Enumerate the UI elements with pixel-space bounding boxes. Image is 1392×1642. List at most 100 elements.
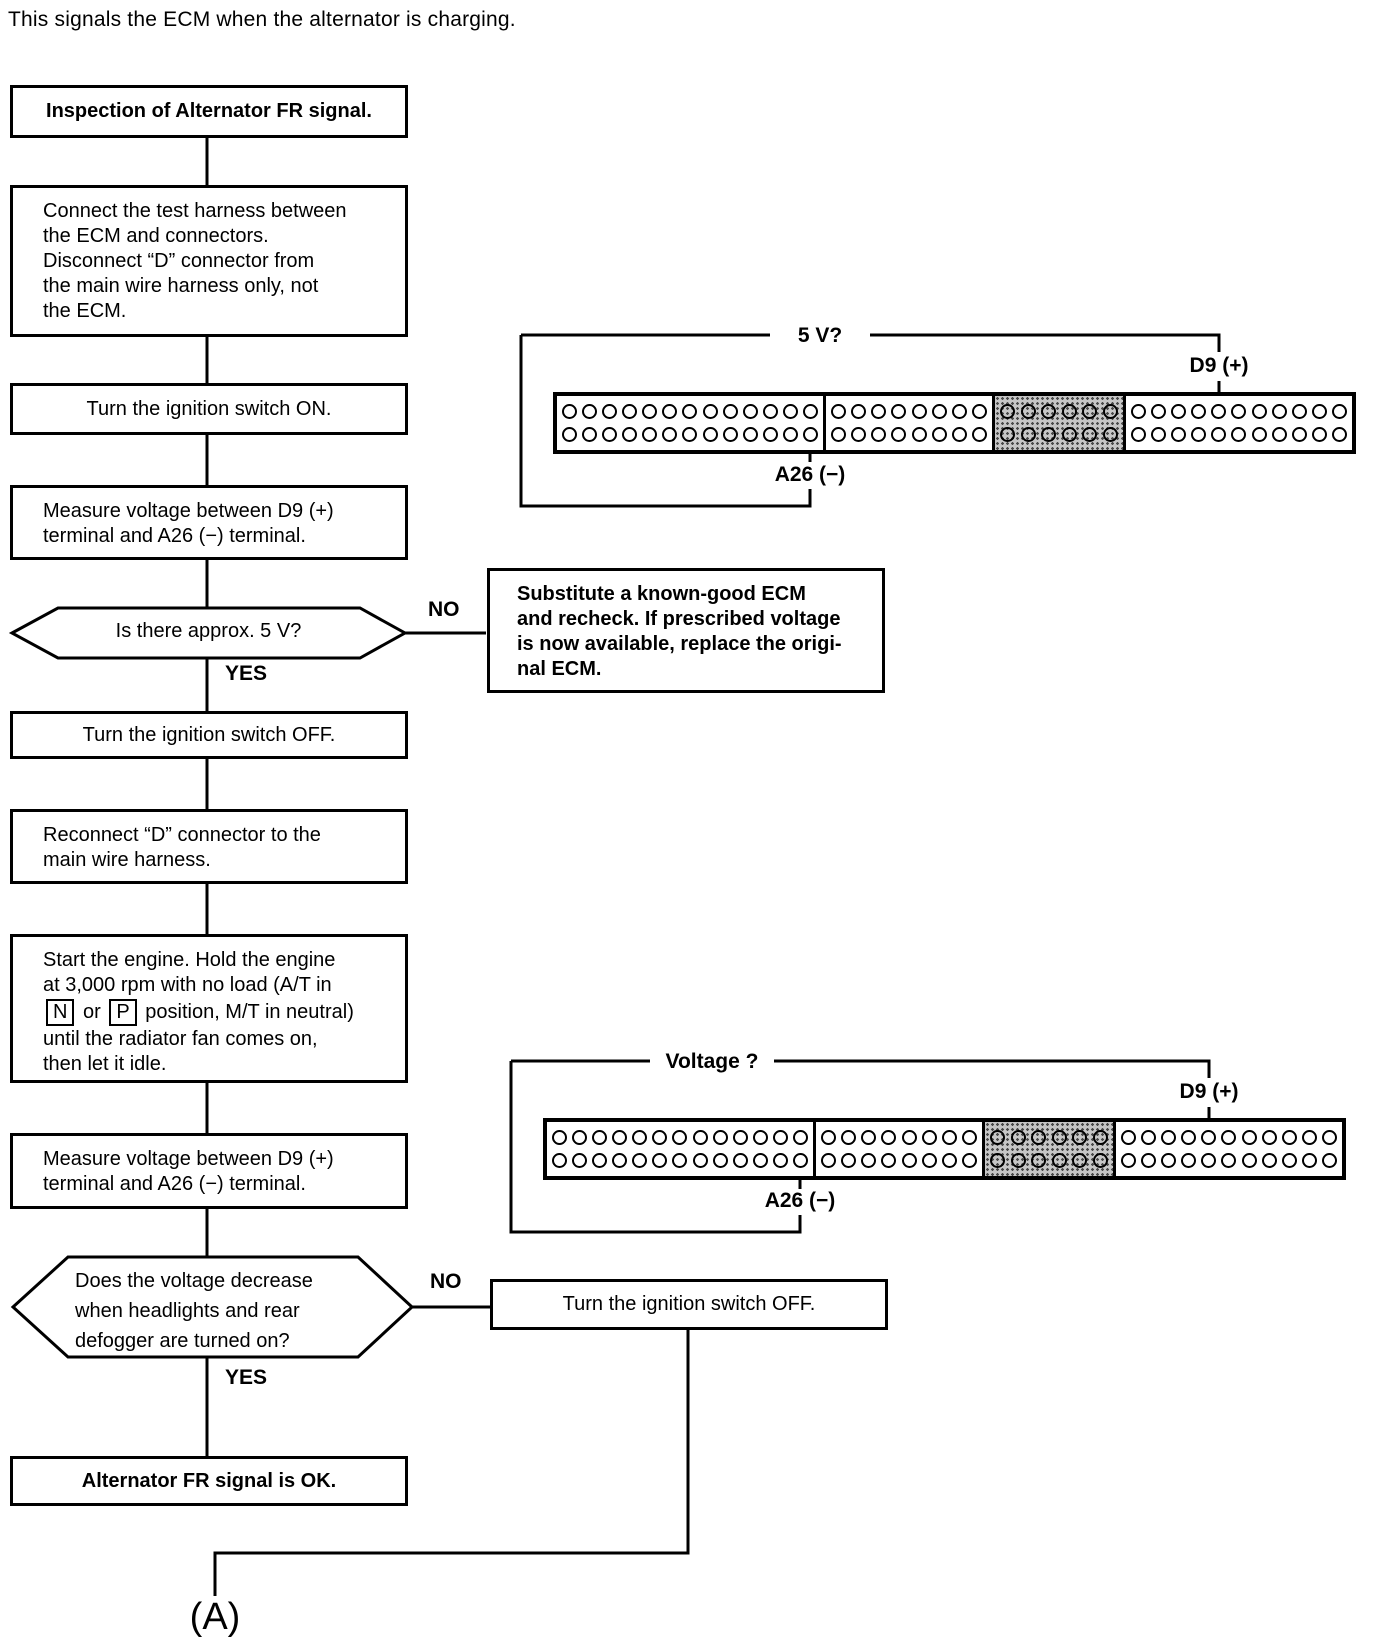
terminal-pin: [951, 404, 967, 419]
connector-segment: [557, 396, 823, 450]
terminal-pin: [831, 404, 847, 419]
terminal-pin: [582, 404, 598, 419]
terminal-pin: [722, 404, 738, 419]
connector-segment-shaded: [992, 396, 1123, 450]
pin-row: [985, 1153, 1113, 1168]
terminal-pin: [772, 1130, 788, 1145]
terminal-pin: [821, 1130, 837, 1145]
terminal-pin: [831, 427, 847, 442]
yes-label-2: YES: [225, 1366, 268, 1389]
terminal-pin: [901, 1130, 917, 1145]
decision-5v-question: Is there approx. 5 V?: [115, 620, 302, 642]
terminal-pin: [562, 427, 578, 442]
pin-row: [547, 1130, 813, 1145]
pin-row: [816, 1153, 982, 1168]
terminal-pin: [1251, 404, 1267, 419]
pin-row: [995, 427, 1123, 442]
terminal-pin: [1211, 404, 1227, 419]
terminal-pin: [1311, 427, 1327, 442]
connector-segment: [547, 1122, 813, 1176]
terminal-pin: [1072, 1153, 1088, 1168]
connect-harness-box: Connect the test harness between the ECM…: [10, 185, 408, 337]
terminal-pin: [762, 427, 778, 442]
page-intro-text: This signals the ECM when the alternator…: [8, 8, 516, 31]
terminal-pin: [1191, 404, 1207, 419]
terminal-pin: [971, 404, 987, 419]
terminal-pin: [881, 1153, 897, 1168]
terminal-pin: [672, 1130, 688, 1145]
terminal-pin: [1311, 404, 1327, 419]
start-engine-or: or: [77, 1001, 107, 1023]
terminal-pin: [821, 1153, 837, 1168]
terminal-pin: [1000, 427, 1016, 442]
terminal-pin: [1141, 1153, 1157, 1168]
terminal-pin: [931, 404, 947, 419]
terminal-pin: [1321, 1130, 1337, 1145]
terminal-pin: [782, 427, 798, 442]
pin-row: [826, 427, 992, 442]
gear-position-p: P: [109, 999, 137, 1026]
substitute-ecm-box: Substitute a known-good ECM and recheck.…: [487, 568, 885, 693]
terminal-pin: [782, 404, 798, 419]
terminal-pin: [1082, 427, 1098, 442]
terminal-pin: [1031, 1153, 1047, 1168]
terminal-pin: [990, 1130, 1006, 1145]
terminal-pin: [1131, 427, 1147, 442]
decision-voltage-decrease-question: Does the voltage decrease when headlight…: [75, 1270, 313, 1352]
terminal-pin: [1291, 427, 1307, 442]
terminal-pin: [722, 427, 738, 442]
pin-row: [547, 1153, 813, 1168]
terminal-pin: [1321, 1153, 1337, 1168]
terminal-pin: [1161, 1130, 1177, 1145]
yes-label-1: YES: [225, 662, 268, 685]
terminal-pin: [1121, 1130, 1137, 1145]
terminal-pin: [1041, 404, 1057, 419]
terminal-pin: [802, 404, 818, 419]
connector-segment: [1123, 396, 1352, 450]
terminal-pin: [562, 404, 578, 419]
start-box: Inspection of Alternator FR signal.: [10, 85, 408, 138]
terminal-pin: [682, 427, 698, 442]
terminal-pin: [941, 1130, 957, 1145]
terminal-pin: [682, 404, 698, 419]
measure-voltage-text-2: Measure voltage between D9 (+) terminal …: [43, 1148, 334, 1195]
terminal-pin: [602, 404, 618, 419]
terminal-pin: [861, 1130, 877, 1145]
ecm-connector-strip-2: [543, 1118, 1346, 1180]
terminal-pin: [1171, 427, 1187, 442]
terminal-pin: [1271, 427, 1287, 442]
pin-row: [985, 1130, 1113, 1145]
terminal-pin: [1261, 1153, 1277, 1168]
terminal-pin: [622, 404, 638, 419]
terminal-pin: [971, 427, 987, 442]
terminal-pin: [921, 1130, 937, 1145]
terminal-pin: [1201, 1153, 1217, 1168]
substitute-ecm-text: Substitute a known-good ECM and recheck.…: [517, 583, 842, 680]
terminal-pin: [891, 427, 907, 442]
terminal-pin: [1171, 404, 1187, 419]
a26-terminal-label-1: A26 (−): [774, 463, 846, 486]
d9-terminal-label-2: D9 (+): [1179, 1080, 1239, 1103]
terminal-pin: [642, 427, 658, 442]
ignition-off-box: Turn the ignition switch OFF.: [10, 711, 408, 759]
terminal-pin: [1191, 427, 1207, 442]
reconnect-connector-text: Reconnect “D” connector to the main wire…: [43, 824, 321, 871]
start-engine-text-top: Start the engine. Hold the engine at 3,0…: [43, 949, 336, 996]
terminal-pin: [592, 1153, 608, 1168]
terminal-pin: [1221, 1130, 1237, 1145]
terminal-pin: [632, 1130, 648, 1145]
terminal-pin: [1121, 1153, 1137, 1168]
terminal-pin: [1131, 404, 1147, 419]
terminal-pin: [752, 1153, 768, 1168]
connect-harness-text: Connect the test harness between the ECM…: [43, 200, 347, 322]
ignition-off-box-2: Turn the ignition switch OFF.: [490, 1279, 888, 1330]
terminal-pin: [941, 1153, 957, 1168]
terminal-pin: [851, 427, 867, 442]
terminal-pin: [1061, 404, 1077, 419]
measure-voltage-box-1: Measure voltage between D9 (+) terminal …: [10, 485, 408, 560]
start-engine-text-bottom: until the radiator fan comes on, then le…: [43, 1028, 318, 1075]
pin-row: [995, 404, 1123, 419]
terminal-pin: [1082, 404, 1098, 419]
reconnect-connector-box: Reconnect “D” connector to the main wire…: [10, 809, 408, 884]
